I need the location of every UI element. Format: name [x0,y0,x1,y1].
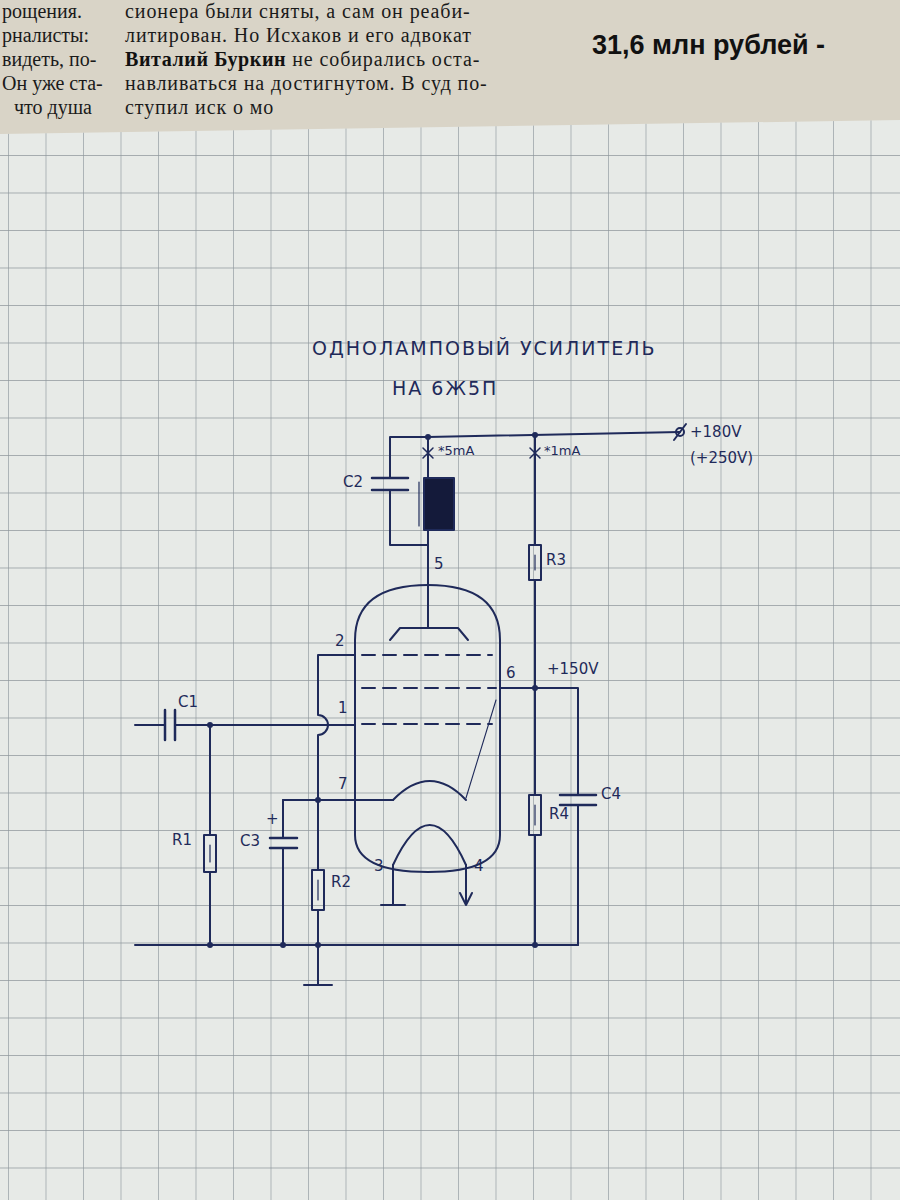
part-label: C3 [240,833,260,850]
newspaper-text: Он уже ста- [2,72,103,95]
junction-dot [532,432,538,438]
polarity-mark: + [266,811,279,828]
resistor-mark [210,555,535,900]
newspaper-text: навливаться на достигнутом. В суд по- [125,72,488,95]
part-label: C2 [343,474,363,491]
earphone-symbol [424,478,454,530]
junction-dot [315,797,321,803]
newspaper-text: рналисты: [2,24,89,47]
wire [318,655,355,800]
heater-pin [460,865,472,905]
pin-number: 6 [506,665,516,682]
newspaper-text: не собирались оста- [292,48,480,71]
diagram-title: ОДНОЛАМПОВЫЙ УСИЛИТЕЛЬ [312,338,657,360]
junction-dot [207,722,213,728]
voltage-label: (+250V) [690,450,753,467]
capacitor-symbol [372,478,408,490]
junction-dot [532,685,538,691]
junctions [207,432,538,948]
cathode-wire [283,799,393,801]
pin-number: 7 [338,776,348,793]
earphone-symbol [418,482,419,526]
junction-dot [425,434,431,440]
part-label: R2 [331,874,351,891]
newspaper [0,0,900,140]
part-label: C4 [601,786,621,803]
graph-paper [0,120,900,1200]
newspaper-text: сионера были сняты, а сам он реаби- [125,0,471,23]
supply-wire [428,432,680,437]
wire [390,437,428,478]
part-label: C1 [178,694,198,711]
junction-dot [315,942,321,948]
newspaper-headline: 31,6 млн рублей - [592,30,825,61]
diagram-subtitle: НА 6Ж5П [392,378,498,400]
wire [282,800,284,945]
newspaper-name: Виталий Буркин [125,48,286,71]
tube-heater [393,825,466,865]
current-label: *5mA [438,444,474,459]
terminal-mark [674,424,686,440]
pin-number: 5 [434,556,444,573]
current-label: *1mA [544,444,580,459]
tube-envelope [355,585,500,872]
capacitor-symbol [270,838,297,848]
current-mark [423,448,433,458]
part-label: R3 [546,552,566,569]
voltage-label: +150V [547,661,598,678]
internal-link [466,700,496,798]
heater-ground [381,865,405,905]
wire [500,688,578,945]
capacitor-symbol [560,795,596,805]
junction-dot [532,942,538,948]
newspaper-text: что душа [14,96,92,119]
current-mark [530,448,540,458]
junction-dot [280,942,286,948]
plate-wire [427,437,429,628]
tube-cathode [393,781,466,800]
pin-number: 2 [335,633,345,650]
newspaper-text: рощения. [2,0,82,23]
tube-plate [390,628,468,640]
circuit [135,424,686,985]
tube-grid [362,655,496,724]
graph-grid [0,120,900,1200]
newspaper-text: видеть, по- [2,48,96,71]
ground-rail [135,944,578,946]
capacitor-symbol [165,710,175,740]
grid-wire [135,724,355,726]
pin-number: 4 [474,858,484,875]
voltage-label: +180V [690,424,741,441]
part-label: R1 [172,832,192,849]
newspaper-text: ступил иск о мо [125,96,274,119]
newspaper-text: литирован. Но Исхаков и его адвокат [125,24,472,47]
wire [390,490,428,545]
junction-dot [207,942,213,948]
part-label: R4 [549,806,569,823]
pin-number: 1 [338,700,348,717]
pin-number: 3 [374,858,384,875]
